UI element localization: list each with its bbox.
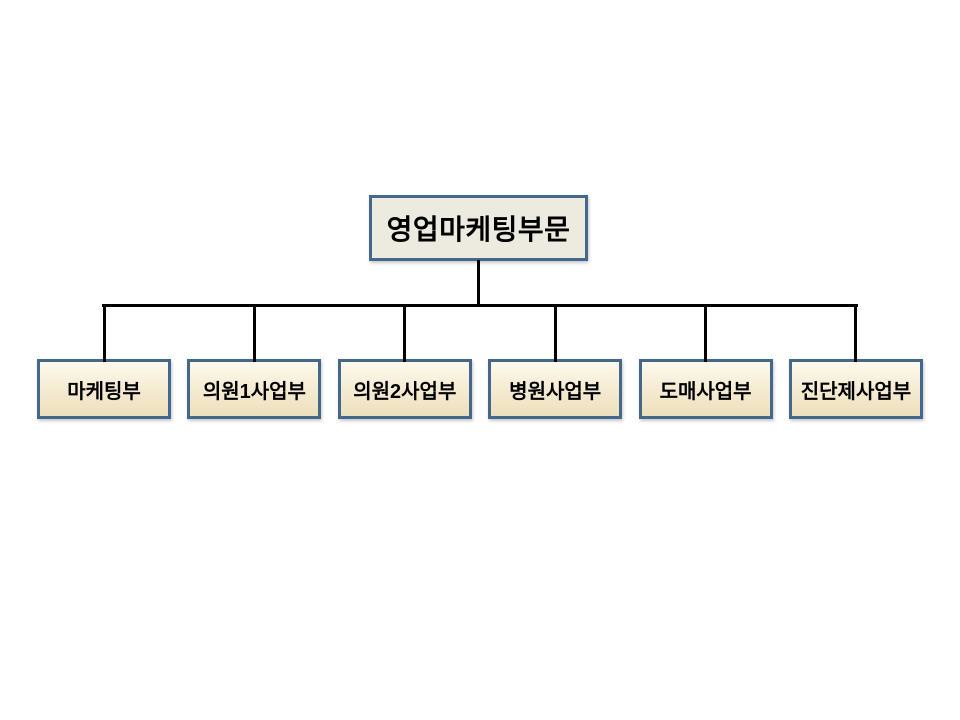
org-node-clinic2: 의원2사업부	[337, 307, 472, 419]
connector-horizontal-bus	[102, 304, 858, 307]
org-node-root: 영업마케팅부문	[369, 195, 588, 261]
org-node-label: 진단제사업부	[800, 380, 912, 403]
org-node-hospital: 병원사업부	[488, 307, 623, 419]
org-node-clinic1: 의원1사업부	[187, 307, 322, 419]
connector-root-stem	[477, 260, 480, 307]
org-node-diagnostics: 진단제사업부	[788, 307, 923, 419]
org-node-label: 의원2사업부	[353, 380, 457, 403]
org-children-row: 마케팅부 의원1사업부 의원2사업부 병원사업부 도매사업부 진단제사업부	[37, 307, 923, 419]
org-node-wholesale: 도매사업부	[638, 307, 773, 419]
org-node-label: 의원1사업부	[202, 380, 306, 403]
org-node-label: 마케팅부	[67, 380, 141, 403]
org-node-marketing: 마케팅부	[37, 307, 171, 419]
org-node-label: 병원사업부	[509, 380, 602, 403]
org-node-root-label: 영업마케팅부문	[386, 214, 571, 245]
org-node-label: 도매사업부	[659, 380, 752, 403]
